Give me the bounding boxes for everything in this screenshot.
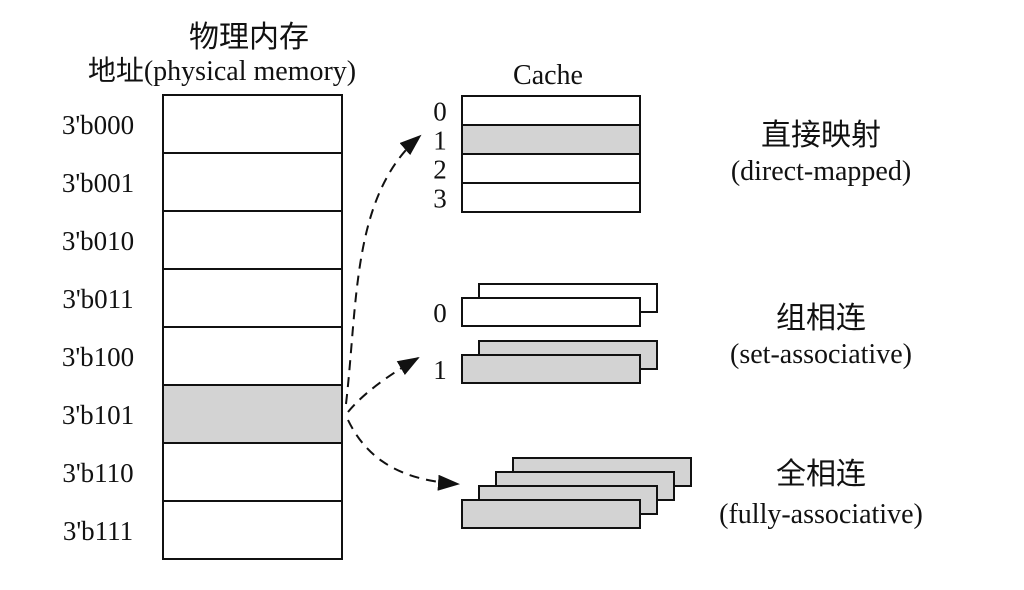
fully-associative-line: [461, 499, 641, 529]
memory-cell: [162, 152, 343, 212]
memory-cell: [162, 326, 343, 386]
direct-mapped-index: 3: [433, 184, 447, 214]
memory-cell: [162, 442, 343, 502]
direct-mapped-line: [461, 153, 641, 184]
memory-address-label: 3'b000: [62, 110, 134, 140]
direct-mapped-line: [461, 182, 641, 213]
direct-mapped-index: 2: [433, 155, 447, 185]
cache-title: Cache: [513, 60, 583, 91]
memory-address-label: 3'b010: [62, 226, 134, 256]
arrow-to-fully-associative: [347, 419, 460, 491]
memory-address-label: 3'b011: [62, 284, 133, 314]
memory-title: 物理内存: [189, 20, 309, 55]
direct-mapped-label-en: (direct-mapped): [731, 156, 911, 187]
memory-address-label: 3'b101: [62, 400, 134, 430]
set-associative-label-cn: 组相连: [776, 301, 866, 336]
direct-mapped-index: 0: [433, 97, 447, 127]
memory-address-label: 3'b110: [62, 458, 133, 488]
memory-cell: [162, 94, 343, 154]
direct-mapped-line: [461, 95, 641, 126]
arrow-to-direct-mapped: [345, 134, 422, 405]
fully-associative-cache: [461, 457, 692, 529]
direct-mapped-label-cn: 直接映射: [761, 118, 881, 153]
direct-mapped-index: 1: [433, 126, 447, 156]
memory-address-label: 3'b100: [62, 342, 134, 372]
memory-subtitle: 地址(physical memory): [88, 55, 356, 87]
set-associative-label-en: (set-associative): [730, 339, 912, 370]
memory-cell: [162, 268, 343, 328]
memory-cell: [162, 210, 343, 270]
direct-mapped-line: [461, 124, 641, 155]
arrow-to-set-associative: [347, 356, 420, 413]
set-associative-index: 1: [433, 355, 447, 385]
fully-associative-label-en: (fully-associative): [719, 499, 923, 530]
fully-associative-label-cn: 全相连: [776, 457, 866, 492]
physical-memory-block: 3'b000 3'b001 3'b010 3'b011 3'b100 3'b101 3'b1…: [62, 94, 343, 560]
memory-cell: [162, 500, 343, 560]
set-associative-index: 0: [433, 298, 447, 328]
memory-cell: [162, 384, 343, 444]
set-associative-cache: 01: [433, 283, 658, 385]
memory-address-label: 3'b001: [62, 168, 134, 198]
set-associative-way-front: [461, 354, 641, 384]
set-associative-way-front: [461, 297, 641, 327]
memory-address-label: 3'b111: [63, 516, 133, 546]
